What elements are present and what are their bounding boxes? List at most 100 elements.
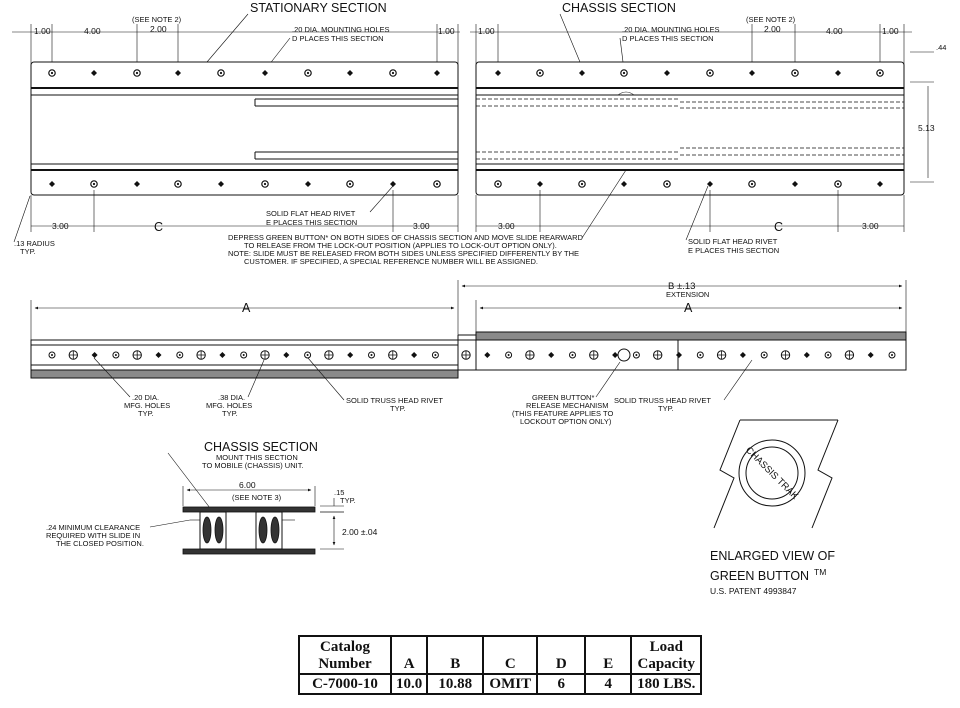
release-note: DEPRESS GREEN BUTTON* ON BOTH SIDES OF C… xyxy=(228,169,627,266)
truss-rivet-right-line2: TYP. xyxy=(658,404,674,413)
mfg-holes-small-line1: .20 DIA. xyxy=(132,393,159,402)
mfg-hole-center xyxy=(306,354,309,356)
mfg-hole-center xyxy=(571,354,574,356)
mfg-hole-center xyxy=(699,354,702,356)
stationary-radius-line1: .13 RADIUS xyxy=(14,239,55,248)
mounting-hole-center xyxy=(219,71,223,75)
mounting-hole xyxy=(175,70,181,76)
green-button-line2: RELEASE MECHANISM xyxy=(526,401,609,410)
chassis-dim-offset: .44 xyxy=(936,43,946,52)
mfg-hole-crosshair xyxy=(653,350,662,360)
mfg-hole xyxy=(91,352,98,358)
mfg-hole xyxy=(803,352,810,358)
mounting-hole-center xyxy=(263,182,267,186)
chassis-bottom-dim-right: 3.00 xyxy=(862,221,879,231)
mounting-hole xyxy=(49,181,55,187)
mounting-hole-center xyxy=(435,182,439,186)
mounting-hole xyxy=(707,181,713,187)
green-button-caption-line2: GREEN BUTTON xyxy=(710,569,809,583)
spec-header-d: D xyxy=(536,635,587,675)
stationary-mounting-holes-line1: .20 DIA. MOUNTING HOLES xyxy=(292,25,390,34)
mounting-hole xyxy=(621,181,627,187)
mounting-hole-center xyxy=(708,71,712,75)
mounting-hole xyxy=(305,181,311,187)
mfg-hole xyxy=(411,352,418,358)
green-button-line4: LOCKOUT OPTION ONLY) xyxy=(520,417,612,426)
side-dim-a-right: A xyxy=(684,301,693,315)
mounting-hole xyxy=(434,70,440,76)
clearance-line2: REQUIRED WITH SLIDE IN xyxy=(46,531,140,540)
mfg-hole-crosshair xyxy=(196,350,206,360)
chassis-mounting-holes-line2: D PLACES THIS SECTION xyxy=(622,34,714,43)
mounting-hole-center xyxy=(92,182,96,186)
stationary-dim-right-end: 1.00 xyxy=(438,26,455,36)
truss-rivet-right-line1: SOLID TRUSS HEAD RIVET xyxy=(614,396,711,405)
spec-header-b: B xyxy=(426,635,485,675)
side-dim-b-sub: EXTENSION xyxy=(666,290,709,299)
cross-section-view: CHASSIS SECTION MOUNT THIS SECTION TO MO… xyxy=(46,440,378,555)
mfg-hole-crosshair xyxy=(525,350,535,360)
spec-table: Catalog Number A B C D E Load Capacity C… xyxy=(298,635,703,695)
mounting-hole xyxy=(134,181,140,187)
stationary-bottom-dim-right: 3.00 xyxy=(413,221,430,231)
mfg-holes-large-line1: .38 DIA. xyxy=(218,393,245,402)
chassis-section-view: CHASSIS SECTION 1.00 .20 DIA. MOUNTING H… xyxy=(470,1,946,255)
mounting-hole-center xyxy=(538,71,542,75)
mfg-hole-crosshair xyxy=(717,350,726,360)
green-button-caption-line1: ENLARGED VIEW OF xyxy=(710,549,835,563)
chassis-see-note: (SEE NOTE 2) xyxy=(746,15,796,24)
mounting-hole xyxy=(792,181,798,187)
chassis-rivet-line2: E PLACES THIS SECTION xyxy=(688,246,779,255)
section-height-dim: 2.00 ±.04 xyxy=(342,527,378,537)
chassis-dim-left-end: 1.00 xyxy=(478,26,495,36)
mfg-hole xyxy=(219,352,226,358)
stationary-dim-left-end: 1.00 xyxy=(34,26,51,36)
release-note-line4: CUSTOMER. IF SPECIFIED, A SPECIAL REFERE… xyxy=(244,257,538,266)
mfg-hole xyxy=(612,352,619,358)
truss-rivet-left-line1: SOLID TRUSS HEAD RIVET xyxy=(346,396,443,405)
spec-cell-load-capacity: 180 LBS. xyxy=(630,673,703,695)
section-width-note: (SEE NOTE 3) xyxy=(232,493,282,502)
mfg-holes-small-line2: MFG. HOLES xyxy=(124,401,170,410)
chassis-rivet-line1: SOLID FLAT HEAD RIVET xyxy=(688,237,778,246)
mounting-hole-center xyxy=(750,182,754,186)
mfg-hole-crosshair xyxy=(388,350,397,360)
spec-header-e: E xyxy=(584,635,633,675)
spec-cell-a: 10.0 xyxy=(389,673,429,695)
mounting-hole xyxy=(495,70,501,76)
mfg-hole-crosshair xyxy=(69,350,78,360)
stationary-bottom-dim-left: 3.00 xyxy=(52,221,69,231)
mfg-hole-crosshair xyxy=(845,350,854,360)
spec-header-load-capacity: Load Capacity xyxy=(630,635,703,675)
mfg-hole-crosshair xyxy=(461,350,471,360)
chassis-bottom-dim-left: 3.00 xyxy=(498,221,515,231)
green-button-badge: CHASSIS TRAK xyxy=(743,445,800,502)
mounting-hole xyxy=(579,70,585,76)
stationary-bottom-dim-c: C xyxy=(154,220,163,234)
spec-header-c: C xyxy=(482,635,539,675)
mounting-hole xyxy=(749,70,755,76)
chassis-mounting-holes-line1: .20 DIA. MOUNTING HOLES xyxy=(622,25,720,34)
mfg-hole-center xyxy=(242,354,245,356)
chassis-dim-right-end: 1.00 xyxy=(882,26,899,36)
stationary-radius-line2: TYP. xyxy=(20,247,36,256)
mfg-hole xyxy=(676,352,682,358)
section-width-dim: 6.00 xyxy=(239,480,256,490)
mfg-hole-crosshair xyxy=(324,350,334,360)
chassis-dim-height: 5.13 xyxy=(918,123,935,133)
stationary-rivet-line2: E PLACES THIS SECTION xyxy=(266,218,357,227)
mfg-hole xyxy=(739,352,746,358)
side-dim-b: B ±.13 xyxy=(668,281,695,292)
mounting-hole-center xyxy=(496,182,500,186)
mfg-hole-crosshair xyxy=(133,350,142,360)
mfg-hole-center xyxy=(507,354,510,356)
section-thickness-dim: .15 xyxy=(334,488,344,497)
chassis-dim-pitch: 4.00 xyxy=(826,26,843,36)
mfg-holes-large-line3: TYP. xyxy=(222,409,238,418)
release-note-line1: DEPRESS GREEN BUTTON* ON BOTH SIDES OF C… xyxy=(228,233,584,242)
mounting-hole xyxy=(347,70,353,76)
mfg-hole xyxy=(155,352,162,358)
stationary-rivet-line1: SOLID FLAT HEAD RIVET xyxy=(266,209,356,218)
